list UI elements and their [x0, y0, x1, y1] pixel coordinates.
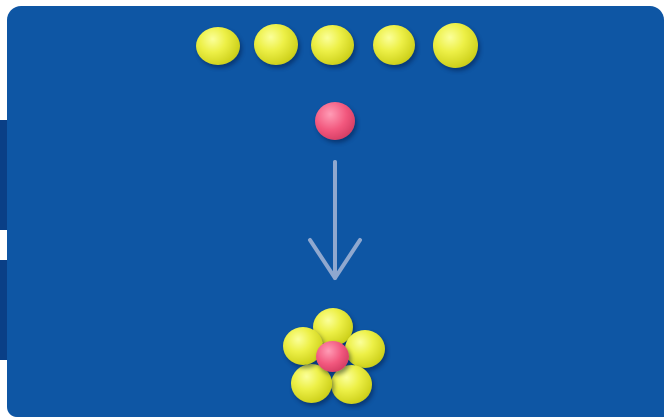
flower-petal [345, 330, 385, 368]
pink-clay-ball [315, 102, 355, 140]
flower-center [316, 341, 349, 372]
yellow-clay-ball [373, 25, 415, 65]
left-edge-stripe [0, 120, 8, 230]
yellow-clay-ball [311, 25, 354, 65]
yellow-clay-ball [196, 27, 240, 65]
clay-flower [280, 305, 388, 405]
down-arrow-icon [308, 160, 362, 280]
flower-petal [331, 365, 372, 404]
yellow-clay-ball [433, 23, 478, 68]
left-edge-stripe [0, 260, 8, 360]
yellow-clay-ball [254, 24, 298, 65]
